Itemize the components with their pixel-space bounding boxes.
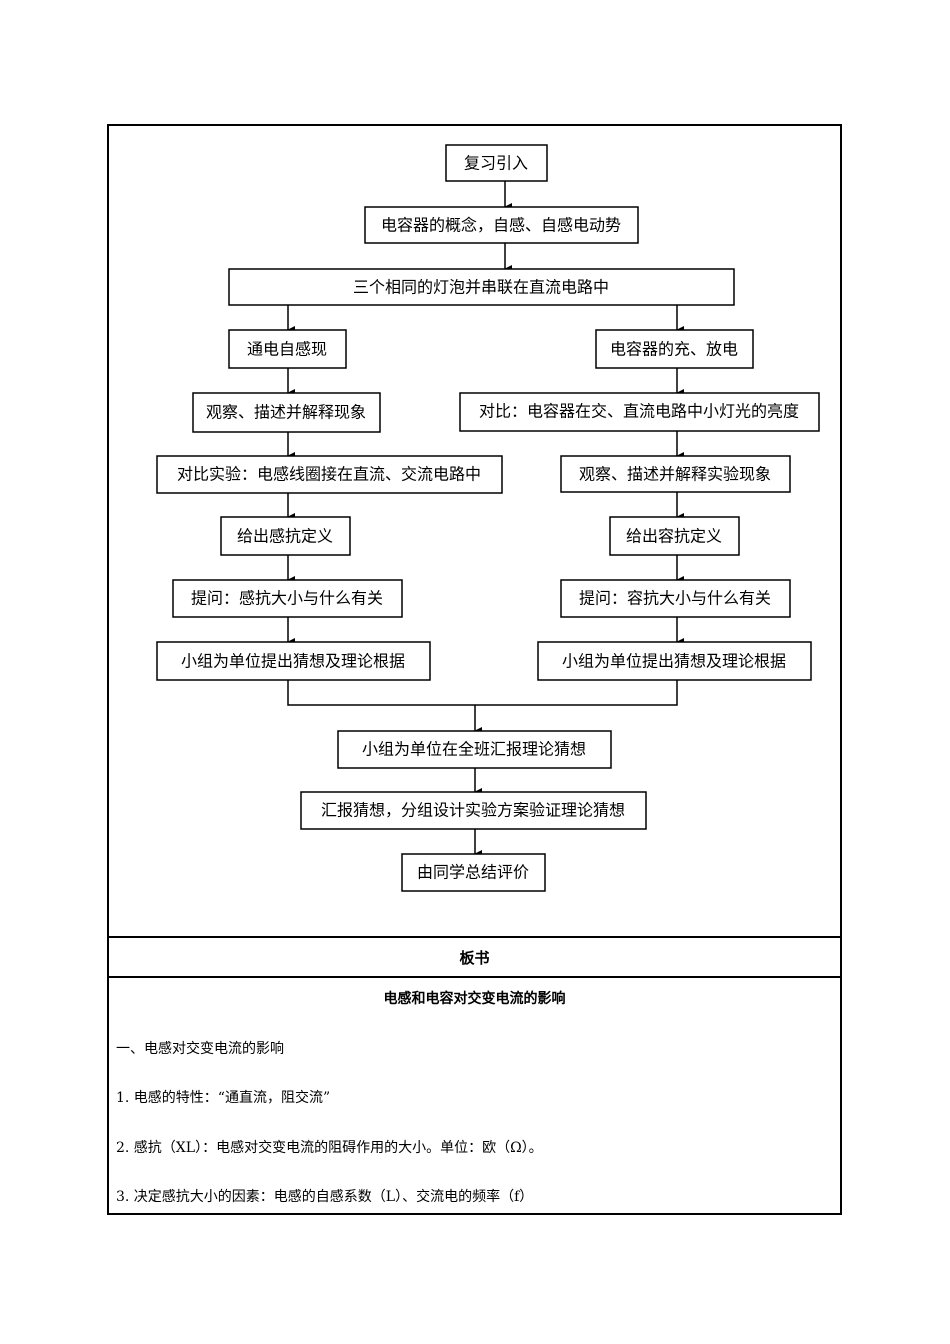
node-report: 小组为单位在全班汇报理论猜想	[362, 740, 586, 759]
node-left6: 小组为单位提出猜想及理论根据	[181, 652, 405, 671]
table-divider	[107, 936, 842, 938]
node-right2-box	[459, 392, 820, 432]
board-heading: 板书	[459, 949, 490, 967]
node-evaluate-box	[401, 853, 546, 892]
node-right6-box	[537, 641, 812, 681]
board-line: 3. 决定感抗大小的因素：电感的自感系数（L）、交流电的频率（f）	[116, 1189, 534, 1205]
node-right4-box	[609, 516, 740, 556]
node-evaluate: 由同学总结评价	[417, 863, 529, 882]
node-left2-box	[192, 392, 381, 433]
node-left5-box	[172, 579, 403, 618]
node-left4: 给出感抗定义	[237, 527, 333, 546]
node-right6: 小组为单位提出猜想及理论根据	[562, 652, 786, 671]
board-title: 电感和电容对交变电流的影响	[383, 991, 566, 1007]
node-left4-box	[220, 516, 351, 556]
node-concepts: 电容器的概念，自感、自感电动势	[381, 216, 621, 235]
node-right5: 提问：容抗大小与什么有关	[579, 589, 771, 608]
node-left1-box	[228, 329, 347, 369]
table-divider	[107, 976, 842, 978]
node-bulbs-box	[228, 268, 735, 306]
node-left6-box	[156, 641, 431, 681]
node-left1: 通电自感现	[247, 340, 327, 359]
node-review-box	[445, 144, 548, 182]
node-right2: 对比：电容器在交、直流电路中小灯光的亮度	[479, 402, 799, 421]
node-review: 复习引入	[464, 154, 528, 173]
board-line: 1. 电感的特性：“通直流，阻交流”	[116, 1090, 331, 1106]
board-line: 2. 感抗（XL）：电感对交变电流的阻碍作用的大小。单位：欧（Ω）。	[116, 1140, 543, 1156]
node-report-box	[337, 730, 612, 769]
node-bulbs: 三个相同的灯泡并串联在直流电路中	[353, 278, 609, 297]
node-left3: 对比实验：电感线圈接在直流、交流电路中	[177, 465, 481, 484]
node-left5: 提问：感抗大小与什么有关	[191, 589, 383, 608]
node-left3-box	[156, 455, 503, 494]
node-concepts-box	[364, 206, 639, 244]
flowchart: 复习引入 电容器的概念，自感、自感电动势 三个相同的灯泡并串联在直流电路中 通电…	[156, 144, 820, 892]
node-right5-box	[560, 579, 791, 618]
node-right3: 观察、描述并解释实验现象	[579, 465, 771, 484]
node-right3-box	[560, 455, 791, 493]
node-right4: 给出容抗定义	[626, 527, 722, 546]
node-right1-box	[595, 329, 754, 369]
node-design-box	[300, 791, 647, 830]
node-left2: 观察、描述并解释现象	[206, 403, 366, 422]
node-right1: 电容器的充、放电	[610, 340, 738, 359]
board-line: 一、电感对交变电流的影响	[116, 1041, 284, 1057]
merge-connector	[287, 680, 678, 706]
page-table	[107, 124, 842, 1215]
node-design: 汇报猜想，分组设计实验方案验证理论猜想	[321, 801, 625, 820]
